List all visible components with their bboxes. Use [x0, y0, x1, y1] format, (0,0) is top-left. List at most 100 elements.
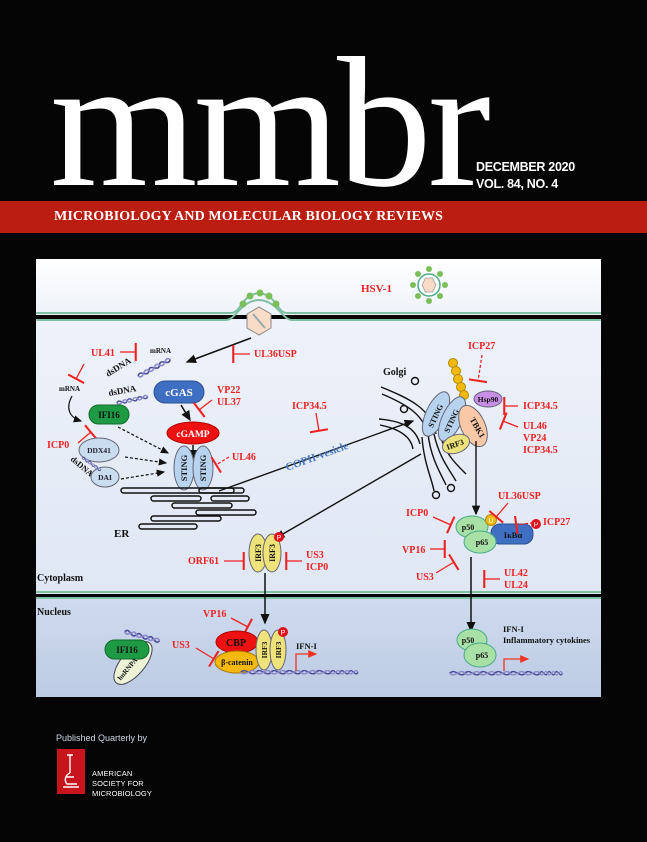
inhibitor-ul42: UL42 — [504, 568, 528, 579]
asm-name-line-1: AMERICAN — [92, 769, 133, 778]
ifi16-nuclear-label: IFI16 — [116, 645, 138, 655]
hsv1-virion-icon — [410, 266, 448, 304]
inhibitor-ul46-tbk1: UL46 — [523, 421, 547, 432]
inhibitor-us3-nuc: US3 — [172, 640, 190, 651]
irf3-nuc-label-1: IRF3 — [260, 641, 269, 658]
inhibitor-ul36usp-nfkb: UL36USP — [498, 491, 541, 502]
arrow-sting-to-golgi — [218, 419, 415, 492]
sting-label-2: STING — [198, 454, 208, 481]
inhibitor-ul41: UL41 — [91, 348, 115, 359]
transcription-arrow-nfkb — [503, 655, 530, 671]
ifi16-node — [88, 404, 130, 425]
p50-label: p50 — [462, 523, 474, 532]
inhibitor-ul24: UL24 — [504, 580, 528, 591]
published-by: Published Quarterly by — [56, 733, 148, 743]
virus-entry — [239, 289, 280, 336]
cgas-node — [153, 380, 205, 404]
hsp90-node — [473, 390, 503, 408]
dai-node — [90, 466, 120, 488]
inhibitor-ul46-sting: UL46 — [232, 452, 256, 463]
inhibitor-vp16-nfkb: VP16 — [402, 545, 425, 556]
inhibitor-icp0-irf3: ICP0 — [306, 562, 328, 573]
irf3-nuc-2 — [269, 629, 287, 671]
asm-name-line-2: SOCIETY FOR — [92, 779, 144, 788]
inhibitor-icp34-5-copii: ICP34.5 — [292, 401, 327, 412]
cgas-label: cGAS — [165, 387, 193, 399]
journal-masthead: mmbr — [50, 20, 491, 226]
p65-nuc-node — [463, 642, 497, 668]
mrna-label-top: mRNA — [150, 347, 171, 355]
journal-full-title: MICROBIOLOGY AND MOLECULAR BIOLOGY REVIE… — [54, 209, 443, 224]
inhibitor-icp34-5-tbk1: ICP34.5 — [523, 445, 558, 456]
cytoplasm-region — [36, 319, 601, 594]
ifi16-label: IFI16 — [98, 410, 120, 420]
cgamp-node — [166, 421, 220, 445]
arrow-tbk1-to-irf3 — [274, 453, 422, 539]
inhibitor-ul36usp-top: UL36USP — [254, 349, 297, 360]
ddx41-node — [78, 437, 120, 463]
irf3-cyto-2 — [262, 533, 282, 573]
svg-text:P: P — [534, 522, 539, 529]
er-label: ER — [114, 528, 130, 540]
irf3-golgi-node — [441, 433, 471, 455]
mrna-label-left: mRNA — [59, 385, 80, 393]
inhibitor-icp0-left: ICP0 — [47, 440, 69, 451]
inhibitor-orf61: ORF61 — [188, 556, 219, 567]
hsp90-label: Hsp90 — [478, 395, 499, 404]
inhibitor-us3-nfkb: US3 — [416, 572, 434, 583]
svg-text:P: P — [281, 630, 286, 637]
ifi16-nuclear-node — [104, 639, 150, 660]
sting-label-1: STING — [179, 454, 189, 481]
inhibitor-icp27-top: ICP27 — [468, 341, 495, 352]
er-membranes — [120, 487, 257, 530]
irf3-nuc-label-2: IRF3 — [274, 641, 283, 658]
irf3-cyto-label-2: IRF3 — [268, 544, 277, 562]
ikba-label: IκBα — [504, 530, 523, 540]
ddx41-label: DDX41 — [87, 446, 111, 455]
dsdna-label-ifi16: dsDNA — [108, 383, 138, 398]
transcription-arrow-irf3 — [295, 650, 318, 671]
nuclear-membrane — [36, 591, 601, 599]
title-band — [0, 201, 647, 233]
ifn-label-irf3: IFN-I — [296, 641, 317, 651]
extracellular-space — [36, 259, 601, 315]
inhibitor-icp34-5-hsp90: ICP34.5 — [523, 401, 558, 412]
microscope-icon — [63, 754, 79, 788]
issue-date: DECEMBER 2020 — [476, 160, 575, 174]
ifn-label-nfkb: IFN-I — [503, 624, 524, 634]
arrow-dai-to-sting — [120, 469, 166, 480]
inhibitor-vp24: VP24 — [523, 433, 546, 444]
arrow-virus-to-cgas — [185, 337, 252, 364]
inhibitor-vp22: VP22 — [217, 385, 240, 396]
inhibit-line-ul41-left — [67, 363, 85, 384]
dai-label: DAI — [98, 473, 112, 482]
sting-dimer-er — [173, 445, 214, 491]
asm-name-line-3: MICROBIOLOGY — [92, 789, 152, 798]
cytokines-label: Inflammatory cytokines — [503, 635, 591, 645]
p65-nuc-label: p65 — [476, 651, 488, 660]
inhibitor-vp16-nuc: VP16 — [203, 609, 226, 620]
inhibitor-ul37: UL37 — [217, 397, 241, 408]
p65-node — [463, 530, 497, 554]
pathway-figure: HSV-1 UL41 mRNA mRNA dsDNA cGAS UL36USP … — [36, 259, 601, 697]
ubiquitin-chain — [448, 358, 469, 400]
hsv1-label: HSV-1 — [361, 283, 392, 295]
phospho-icon-nuc — [278, 627, 288, 637]
arrow-cgas-to-cgamp — [180, 404, 191, 422]
svg-text:P: P — [277, 535, 282, 542]
phospho-icon — [274, 532, 284, 542]
cgamp-label: cGAMP — [176, 430, 209, 440]
arrow-ddx41-to-sting — [124, 456, 168, 466]
arrow-ifi16-to-sting — [117, 426, 170, 454]
svg-text:U: U — [488, 518, 493, 525]
nucleus-label: Nucleus — [37, 607, 71, 618]
phospho-icon-ikba — [531, 519, 541, 529]
irf3-cyto-label-1: IRF3 — [254, 544, 263, 562]
inhibitor-icp0-nfkb: ICP0 — [406, 508, 428, 519]
p50-nuc-label: p50 — [462, 636, 474, 645]
beta-catenin-label: β-catenin — [221, 658, 253, 667]
cytoplasm-label: Cytoplasm — [37, 573, 84, 584]
inhibitor-icp27-nfkb: ICP27 — [543, 517, 570, 528]
inhibitor-us3-irf3: US3 — [306, 550, 324, 561]
volume-issue: VOL. 84, NO. 4 — [476, 177, 558, 191]
